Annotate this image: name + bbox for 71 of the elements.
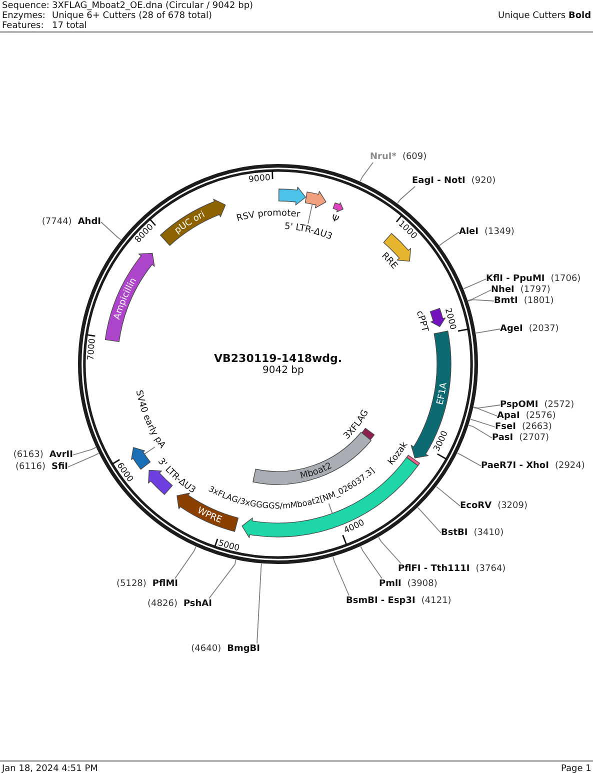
- plasmid-name: VB230119-1418wdg.: [214, 352, 342, 365]
- enzyme-label: KflI - PpuMI (1706): [486, 274, 581, 284]
- enzyme-label: PasI (2707): [492, 432, 550, 444]
- enzyme-label: FseI (2663): [495, 422, 552, 432]
- leader-line: [456, 452, 482, 466]
- enzyme-label: (6116) SfiI: [16, 462, 68, 472]
- enzyme-label: AleI (1349): [459, 226, 514, 238]
- leader-line: [360, 162, 374, 182]
- enzyme-label: PaeR7I - XhoI (2924): [481, 460, 585, 472]
- enzyme-label: AgeI (2037): [500, 324, 559, 334]
- leader-line: [100, 222, 122, 240]
- enzyme-label: (7744) AhdI: [42, 216, 101, 228]
- legend-note: Unique Cutters Bold: [498, 11, 592, 21]
- enzyme-label: (5128) PflMI: [116, 578, 178, 590]
- leader-line: [328, 503, 333, 514]
- header-key: Sequence:: [2, 1, 50, 11]
- feature-label: Ψ: [330, 214, 340, 226]
- leader-line: [332, 556, 350, 596]
- plasmid-length: 9042 bp: [262, 365, 304, 377]
- leader-line: [473, 407, 498, 416]
- leader-line: [72, 447, 96, 456]
- header-key: Features:: [2, 21, 44, 31]
- leader-line: [468, 290, 492, 302]
- leader-line: [463, 278, 486, 290]
- leader-line: [475, 328, 500, 334]
- enzyme-label: (6163) AvrII: [13, 450, 73, 460]
- leader-line: [439, 232, 460, 246]
- leader-line: [256, 563, 262, 644]
- feature-segment: [332, 202, 344, 212]
- leader-line: [144, 446, 156, 454]
- enzyme-label: (4640) BmgBI: [191, 644, 260, 654]
- enzyme-label: PmlI (3908): [379, 578, 438, 590]
- feature-segment: [160, 198, 226, 246]
- leader-line: [378, 536, 402, 564]
- leader-line: [468, 424, 492, 438]
- header-key: Enzymes:: [2, 11, 46, 21]
- enzyme-label: EcoRV (3209): [460, 500, 528, 512]
- leader-line: [397, 186, 416, 204]
- leader-line: [436, 486, 460, 506]
- leader-line: [360, 546, 382, 579]
- leader-line: [468, 299, 494, 302]
- enzyme-label: ApaI (2576): [497, 410, 556, 422]
- enzyme-label: PspOMI (2572): [500, 400, 574, 410]
- header-value: Unique 6+ Cutters (28 of 678 total): [52, 11, 212, 21]
- leader-line: [473, 404, 500, 408]
- header-value: 17 total: [52, 21, 87, 31]
- leader-line: [208, 559, 236, 599]
- enzyme-label: BstBI (3410): [441, 528, 504, 538]
- feature-segment: [131, 447, 151, 470]
- enzyme-label: PflFI - Tth111I (3764): [398, 564, 506, 574]
- leader-line: [470, 418, 496, 428]
- leader-line: [308, 204, 313, 224]
- page-number: Page 1: [561, 764, 592, 774]
- tick-label: 4000: [342, 518, 366, 536]
- leader-line: [68, 452, 100, 468]
- enzyme-label: BsmBI - Esp3I (4121): [346, 596, 452, 606]
- print-date: Jan 18, 2024 4:51 PM: [2, 764, 98, 774]
- leader-line: [174, 546, 196, 579]
- enzyme-label: NruI* (609): [370, 152, 427, 162]
- leader-line: [417, 507, 442, 534]
- header-value: 3XFLAG_Mboat2_OE.dna (Circular / 9042 bp): [52, 1, 254, 11]
- tick-label: 5000: [216, 538, 240, 554]
- feature-segment: [278, 186, 306, 206]
- enzyme-label: EagI - NotI (920): [412, 176, 496, 186]
- feature-segment: [410, 330, 452, 458]
- tick-label: 9000: [248, 173, 271, 186]
- enzyme-label: BmtI (1801): [494, 296, 554, 306]
- enzyme-label: NheI (1797): [491, 284, 550, 296]
- enzyme-label: (4826) PshAI: [148, 598, 212, 610]
- feature-segment: [430, 308, 446, 328]
- feature-segment: [304, 191, 326, 208]
